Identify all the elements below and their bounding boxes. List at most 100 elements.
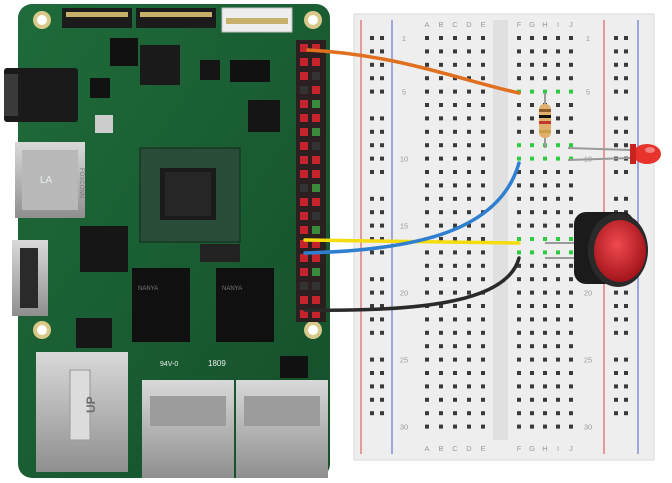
breadboard-hole xyxy=(543,62,547,67)
breadboard-hole xyxy=(380,317,384,322)
gpio-header xyxy=(296,40,326,322)
breadboard-hole xyxy=(370,397,374,402)
breadboard-hole xyxy=(425,263,429,268)
gpio-pin xyxy=(300,128,308,136)
breadboard-hole xyxy=(380,411,384,416)
breadboard-hole xyxy=(543,304,547,308)
breadboard-hole xyxy=(370,156,374,161)
breadboard-hole xyxy=(481,183,485,188)
breadboard-hole xyxy=(425,183,429,188)
breadboard-hole xyxy=(439,263,443,268)
gpio-pin xyxy=(312,100,320,108)
gpio-pin xyxy=(300,72,308,80)
breadboard-hole xyxy=(569,129,573,134)
breadboard-hole xyxy=(556,277,560,282)
breadboard-hole xyxy=(543,196,547,201)
breadboard-hole xyxy=(556,384,560,389)
power-jack xyxy=(4,68,78,122)
breadboard-hole xyxy=(530,371,534,375)
breadboard-hole xyxy=(614,357,618,362)
breadboard-hole xyxy=(624,304,628,308)
breadboard-hole xyxy=(425,129,429,134)
breadboard-hole xyxy=(467,103,471,107)
breadboard-hole xyxy=(380,116,384,121)
gpio-pin xyxy=(300,58,308,66)
breadboard-hole xyxy=(614,304,618,308)
breadboard-hole xyxy=(543,371,547,375)
breadboard-hole xyxy=(370,89,374,94)
breadboard-hole xyxy=(370,357,374,362)
gpio-pin xyxy=(300,282,308,290)
breadboard-hole xyxy=(380,357,384,362)
breadboard-hole xyxy=(530,116,534,121)
breadboard-hole xyxy=(614,89,618,94)
breadboard-hole xyxy=(439,62,443,67)
gpio-pin xyxy=(312,86,320,94)
breadboard-hole xyxy=(453,76,457,81)
breadboard-hole xyxy=(370,304,374,308)
breadboard-hole xyxy=(481,317,485,322)
breadboard-hole xyxy=(453,36,457,40)
breadboard-hole xyxy=(569,196,573,201)
breadboard-hole xyxy=(517,156,521,161)
breadboard-hole xyxy=(530,62,534,67)
gpio-pin xyxy=(300,44,308,52)
breadboard-hole xyxy=(425,36,429,40)
breadboard-hole xyxy=(556,183,560,188)
row-number: 1 xyxy=(402,34,406,43)
usb-port-1 xyxy=(142,380,234,478)
breadboard-hole xyxy=(380,143,384,148)
breadboard-hole xyxy=(543,397,547,402)
column-label: E xyxy=(480,20,485,29)
breadboard-hole xyxy=(543,424,547,429)
breadboard-hole xyxy=(453,344,457,349)
breadboard-hole xyxy=(556,143,560,148)
breadboard-hole xyxy=(569,49,573,54)
breadboard-hole xyxy=(439,76,443,81)
column-label: F xyxy=(517,444,522,453)
breadboard-hole xyxy=(624,62,628,67)
column-label: D xyxy=(466,20,472,29)
breadboard-hole xyxy=(543,76,547,81)
breadboard-hole xyxy=(370,210,374,215)
breadboard-hole xyxy=(453,223,457,228)
breadboard-hole xyxy=(370,384,374,389)
breadboard-hole xyxy=(614,49,618,54)
breadboard-hole xyxy=(556,411,560,416)
breadboard-hole xyxy=(517,424,521,429)
breadboard-hole xyxy=(439,116,443,121)
breadboard-hole xyxy=(425,357,429,362)
gpio-pin xyxy=(300,310,308,318)
breadboard-hole xyxy=(439,49,443,54)
module-version-label: 94V-0 xyxy=(160,361,178,368)
breadboard-hole xyxy=(517,49,521,54)
gpio-pin xyxy=(300,170,308,178)
breadboard-hole xyxy=(556,223,560,228)
breadboard-hole xyxy=(530,129,534,134)
breadboard-hole xyxy=(624,116,628,121)
breadboard-hole xyxy=(614,290,618,295)
breadboard-hole xyxy=(569,250,573,255)
breadboard-hole xyxy=(624,317,628,322)
column-label: D xyxy=(466,444,472,453)
breadboard-hole xyxy=(481,103,485,107)
breadboard-hole xyxy=(425,250,429,255)
column-label: J xyxy=(569,444,573,453)
breadboard-hole xyxy=(370,250,374,255)
breadboard-hole xyxy=(439,304,443,308)
breadboard-hole xyxy=(467,384,471,389)
gpio-pin xyxy=(300,212,308,220)
column-label: H xyxy=(542,20,547,29)
breadboard-hole xyxy=(467,290,471,295)
breadboard-hole xyxy=(569,156,573,161)
breadboard-hole xyxy=(453,304,457,308)
breadboard-hole xyxy=(543,263,547,268)
breadboard-hole xyxy=(439,250,443,255)
breadboard-hole xyxy=(425,223,429,228)
breadboard-hole xyxy=(467,330,471,335)
memory-chip-2-label: NANYA xyxy=(222,286,242,292)
breadboard-hole xyxy=(614,196,618,201)
breadboard-hole xyxy=(556,36,560,40)
breadboard-hole xyxy=(530,263,534,268)
breadboard-hole xyxy=(556,317,560,322)
